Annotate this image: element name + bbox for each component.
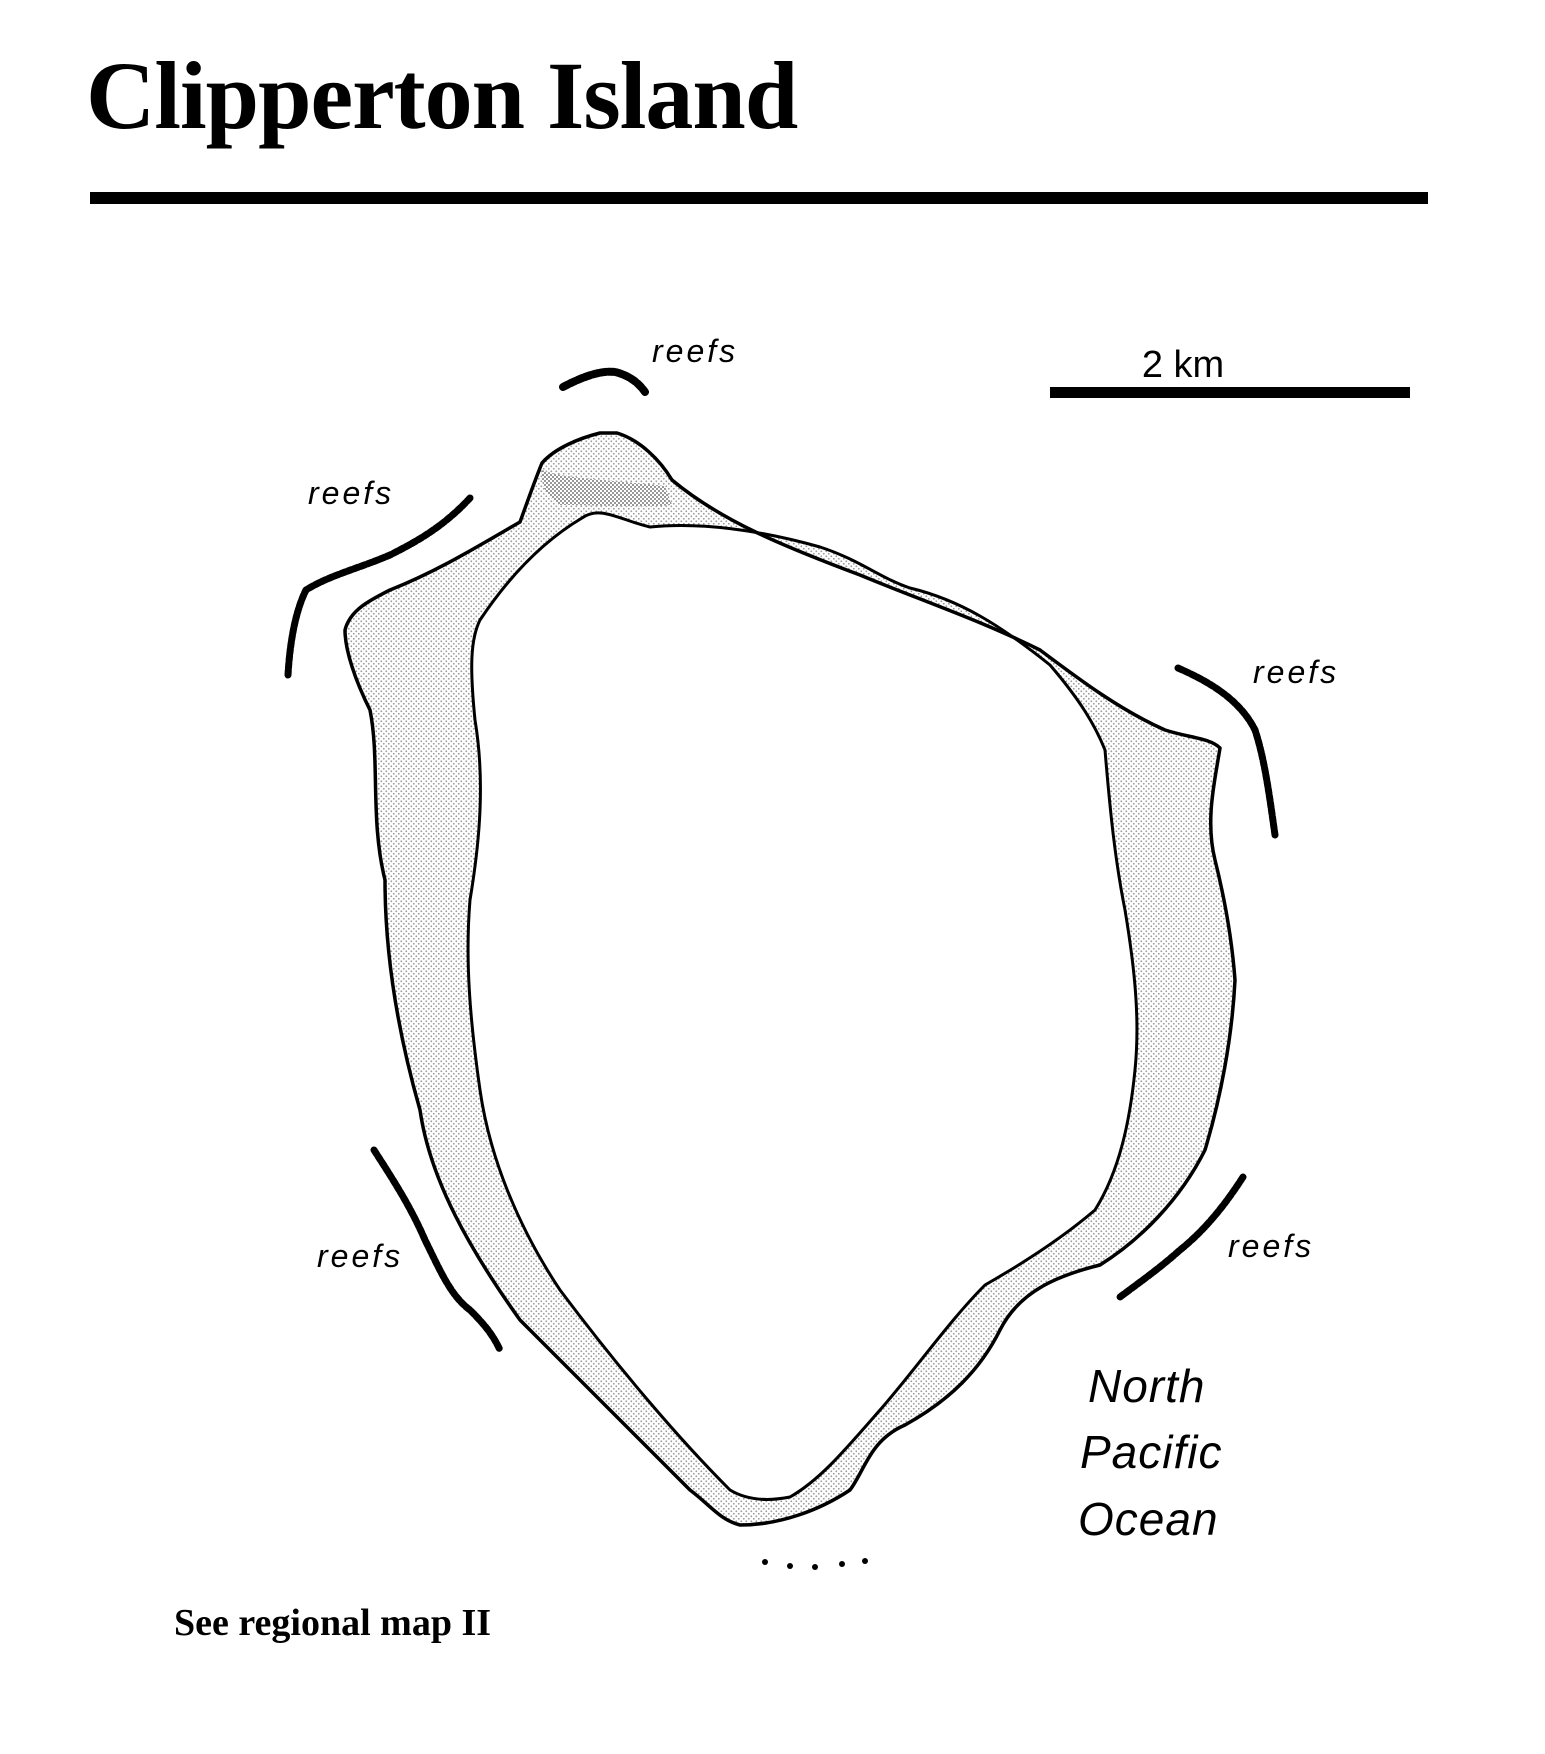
reef-east <box>1174 664 1279 839</box>
reef-label-north: reefs <box>652 333 738 369</box>
reef-label-northwest: reefs <box>308 475 394 511</box>
scale-bar-label: 2 km <box>1142 344 1224 386</box>
lagoon-shoreline <box>466 511 1139 1501</box>
reef-north <box>559 367 649 396</box>
outer-coastline <box>343 431 1237 1527</box>
regional-map-reference: See regional map II <box>174 1602 492 1644</box>
ocean-label-line-3: Ocean <box>1078 1493 1219 1545</box>
reef-label-southwest: reefs <box>317 1238 403 1274</box>
reef-southwest <box>370 1146 504 1354</box>
reef-label-east: reefs <box>1253 654 1339 690</box>
north-tip-dense-area <box>541 470 672 507</box>
title-divider <box>90 192 1428 204</box>
reef-southeast <box>1116 1173 1247 1301</box>
reef-label-southeast: reefs <box>1228 1228 1314 1264</box>
rock-dots <box>762 1558 868 1570</box>
scale-bar <box>1050 387 1410 398</box>
ocean-label-line-1: North <box>1088 1360 1205 1412</box>
page-title: Clipperton Island <box>86 42 798 149</box>
reefs <box>284 367 1279 1354</box>
reef-northwest <box>284 494 474 679</box>
ocean-label-line-2: Pacific <box>1080 1426 1222 1478</box>
